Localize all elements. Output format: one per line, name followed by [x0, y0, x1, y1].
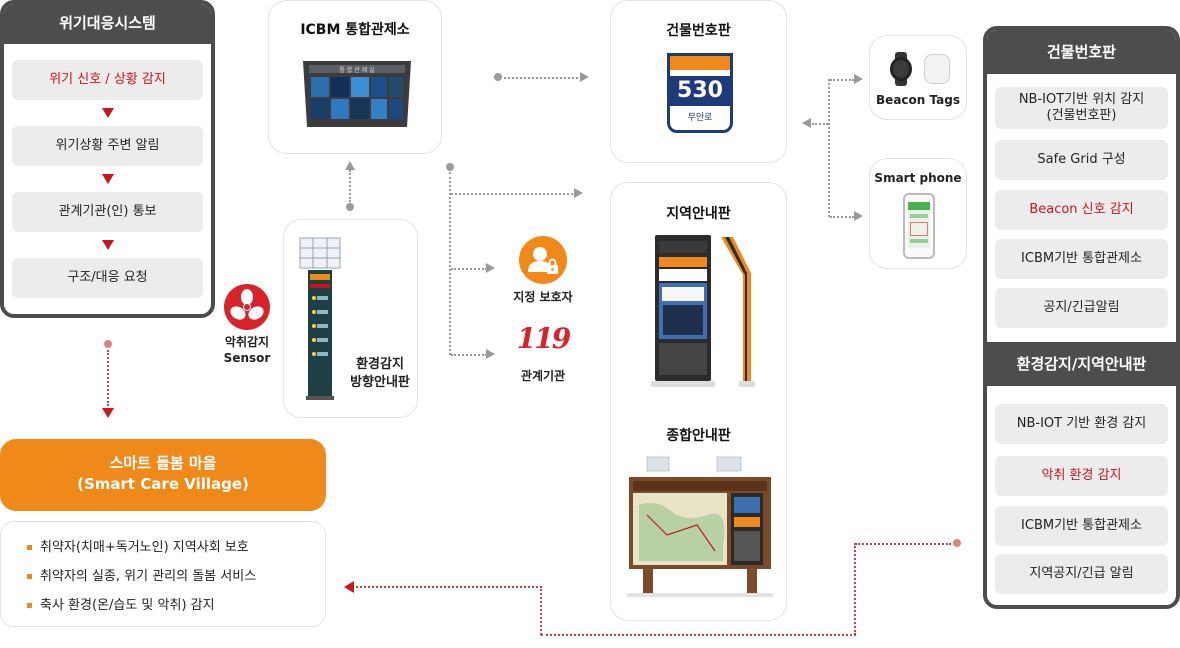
bullet-item: 축사 환경(온/습도 및 악취) 감지 [27, 594, 215, 613]
general-board-title: 종합안내판 [666, 428, 731, 444]
bullet-item: 취약자의 실종, 위기 관리의 돌봄 서비스 [27, 565, 256, 584]
agency-label: 관계기관 [520, 369, 566, 383]
connector-line [349, 170, 351, 202]
connector-dot [104, 340, 112, 348]
crisis-step-3: 관계기관(인) 통보 [12, 192, 203, 232]
connector-line [855, 543, 951, 545]
down-arrow-icon [102, 108, 114, 118]
building-number: 530 [670, 76, 730, 106]
env-sign-label-line2: 방향안내판 [350, 375, 410, 390]
building-plate-panel-title: 건물번호판 [987, 30, 1176, 74]
connector-dot [953, 539, 961, 547]
connector-dot [494, 73, 502, 81]
guardian-icon [519, 236, 567, 284]
agency-119-logo: 119 [516, 322, 571, 355]
building-plate-card: 건물번호판 530 무안로 [610, 0, 787, 163]
connector-dot [346, 203, 354, 211]
beacon-tag-icon [924, 54, 950, 84]
sensor-label-line1: 악취감지 [224, 335, 270, 349]
sensor-label: 악취감지 Sensor [212, 334, 282, 366]
panel1-item-4: ICBM기반 통합관제소 [995, 239, 1168, 279]
panel1-item-1-line2: (건물번호판) [1046, 108, 1117, 123]
panel2-item-4: 지역공지/긴급 알림 [995, 554, 1168, 594]
connector-line [540, 586, 542, 635]
panel2-item-1: NB-IOT 기반 환경 감지 [995, 404, 1168, 444]
connector-line [828, 79, 830, 217]
crisis-step-1: 위기 신호 / 상황 감지 [12, 60, 203, 100]
control-room-sign: 통 합 관 제 실 [339, 66, 374, 74]
panel2-item-3: ICBM기반 통합관제소 [995, 506, 1168, 546]
env-direction-sign-card: 환경감지 방향안내판 [283, 219, 418, 418]
connector-line [356, 586, 542, 588]
connector-line [107, 350, 109, 406]
crisis-step-2: 위기상황 주변 알림 [12, 126, 203, 166]
connector-line [451, 354, 487, 356]
right-panels: 건물번호판 NB-IOT기반 위치 감지(건물번호판) Safe Grid 구성… [983, 26, 1180, 609]
icbm-title: ICBM 통합관제소 [300, 22, 410, 38]
beacon-tags-card: Beacon Tags [869, 35, 967, 120]
connector-line [451, 268, 487, 270]
building-plate-image: 530 무안로 [667, 53, 733, 133]
crisis-step-4: 구조/대응 요청 [12, 258, 203, 298]
village-title: 스마트 돌봄 마을 [109, 454, 217, 472]
down-arrow-icon [102, 240, 114, 250]
control-room-image: 통 합 관 제 실 [299, 55, 415, 133]
crisis-system-panel: 위기대응시스템 위기 신호 / 상황 감지 위기상황 주변 알림 관계기관(인)… [0, 0, 215, 318]
connector-line [830, 216, 854, 218]
panel1-item-5: 공지/긴급알림 [995, 288, 1168, 328]
connector-line [854, 543, 856, 635]
village-subtitle: (Smart Care Village) [77, 475, 249, 493]
smart-care-village-banner: 스마트 돌봄 마을 (Smart Care Village) [0, 439, 326, 511]
left-arrow-icon [802, 118, 811, 128]
env-sign-label: 환경감지 방향안내판 [342, 356, 418, 392]
icbm-control-center-card: ICBM 통합관제소 통 합 관 제 실 [268, 0, 442, 154]
panel1-item-1-line1: NB-IOT기반 위치 감지 [1018, 92, 1145, 107]
crisis-system-title: 위기대응시스템 [4, 4, 211, 44]
village-bullets-card: 취약자(치매+독거노인) 지역사회 보호 취약자의 실종, 위기 관리의 돌봄 … [0, 521, 326, 627]
bullet-item: 취약자(치매+독거노인) 지역사회 보호 [27, 536, 249, 555]
down-arrow-icon [102, 408, 114, 418]
panel2-item-2: 악취 환경 감지 [995, 456, 1168, 496]
building-plate-title: 건물번호판 [666, 23, 731, 39]
direction-sign-image [298, 236, 342, 402]
smartphone-label: Smart phone [874, 171, 962, 185]
panel1-item-2: Safe Grid 구성 [995, 140, 1168, 180]
beacon-tags-label: Beacon Tags [876, 93, 960, 107]
left-arrow-icon [344, 581, 354, 593]
panel1-item-1: NB-IOT기반 위치 감지(건물번호판) [995, 87, 1168, 129]
right-arrow-icon [574, 188, 583, 198]
bullet-text: 취약자(치매+독거노인) 지역사회 보호 [40, 540, 249, 555]
bullet-text: 축사 환경(온/습도 및 악취) 감지 [40, 598, 215, 613]
right-arrow-icon [486, 349, 495, 359]
right-arrow-icon [854, 74, 863, 84]
connector-line [451, 193, 573, 195]
building-plate-road: 무안로 [687, 113, 713, 123]
beacon-watch-icon [888, 52, 914, 86]
panel1-item-3: Beacon 신호 감지 [995, 190, 1168, 230]
right-arrow-icon [854, 211, 863, 221]
bullet-text: 취약자의 실종, 위기 관리의 돌봄 서비스 [40, 569, 257, 584]
right-arrow-icon [486, 263, 495, 273]
regional-board-title: 지역안내판 [666, 206, 731, 222]
right-arrow-icon [580, 72, 589, 82]
general-board-image [627, 455, 773, 599]
connector-dot [446, 163, 454, 171]
odor-sensor-icon [224, 284, 270, 330]
connector-line [449, 172, 451, 355]
smartphone-card: Smart phone [869, 158, 967, 269]
down-arrow-icon [102, 174, 114, 184]
connector-line [541, 634, 856, 636]
env-regional-panel-title: 환경감지/지역안내판 [987, 342, 1176, 386]
guide-boards-card: 지역안내판 종합안내판 [610, 182, 787, 621]
sensor-label-line2: Sensor [223, 351, 271, 365]
guardian-label: 지정 보호자 [513, 290, 573, 304]
connector-line [830, 79, 854, 81]
env-sign-label-line1: 환경감지 [356, 357, 404, 372]
regional-board-image [651, 233, 761, 393]
up-arrow-icon [345, 161, 355, 170]
connector-line [504, 77, 578, 79]
connector-line [812, 123, 828, 125]
smartphone-icon [903, 193, 935, 259]
